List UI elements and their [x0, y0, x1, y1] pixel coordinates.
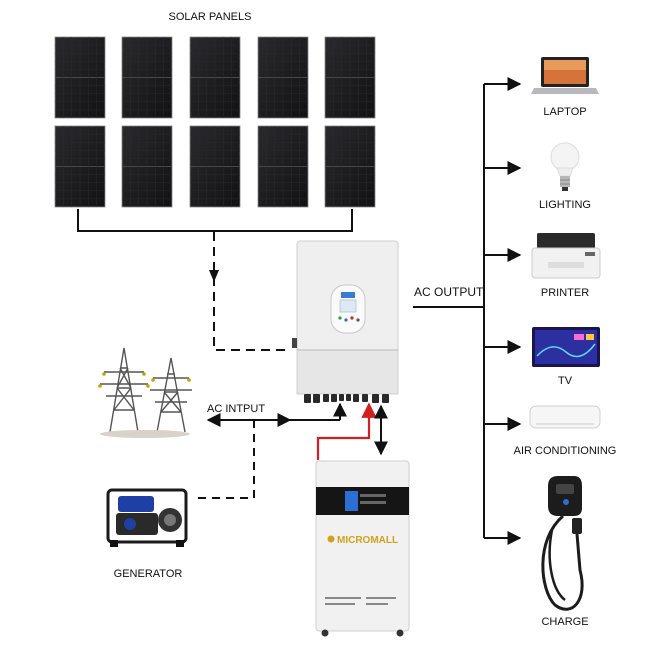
generator-icon — [106, 488, 188, 547]
load-printer: PRINTER — [484, 233, 601, 299]
generator-dashed-line — [198, 420, 255, 499]
load-label: PRINTER — [541, 287, 589, 299]
solar-panel — [324, 36, 376, 119]
load-label: TV — [558, 375, 573, 387]
ac-output-label: AC OUTPUT — [414, 285, 484, 299]
solar-panels-title: SOLAR PANELS — [169, 11, 252, 23]
load-label: LAPTOP — [543, 106, 586, 118]
solar-panel — [54, 125, 106, 208]
load-air-conditioning: AIR CONDITIONING — [484, 405, 617, 457]
printer-icon — [531, 233, 601, 279]
solar-panel — [121, 125, 173, 208]
load-tv: TV — [484, 327, 600, 387]
panels-collector-line — [77, 209, 353, 232]
battery-charge-line — [316, 402, 377, 460]
solar-panel — [54, 36, 106, 119]
solar-panel — [324, 125, 376, 208]
load-label: LIGHTING — [539, 199, 591, 211]
light-bulb-icon — [550, 142, 580, 191]
load-laptop: LAPTOP — [484, 57, 599, 118]
solar-panel — [189, 125, 241, 208]
load-list: LAPTOP LIGHTING PRINTER TV AIR CONDITIONING C… — [484, 57, 616, 628]
load-lighting: LIGHTING — [484, 142, 591, 211]
solar-panel — [189, 36, 241, 119]
load-label: CHARGE — [541, 616, 588, 628]
solar-panel — [121, 36, 173, 119]
transmission-tower-icon — [98, 347, 192, 438]
battery-brand-label: MICROMALL — [337, 535, 398, 546]
ev-charger-icon — [541, 476, 584, 611]
air-conditioner-icon — [529, 405, 601, 429]
load-label: AIR CONDITIONING — [514, 445, 617, 457]
solar-panel — [257, 125, 309, 208]
tv-icon — [532, 327, 600, 367]
hybrid-inverter — [292, 240, 399, 403]
solar-panel — [257, 36, 309, 119]
dashed-arrow-head — [209, 270, 219, 282]
load-charge: CHARGE — [484, 476, 589, 628]
laptop-icon — [531, 57, 599, 94]
generator-label: GENERATOR — [114, 568, 183, 580]
panels-to-inverter-dashed-line — [213, 232, 290, 351]
solar-panel-array — [54, 36, 376, 208]
ac-input-label: AC INTPUT — [207, 403, 265, 415]
battery-pack: MICROMALL — [315, 460, 410, 637]
